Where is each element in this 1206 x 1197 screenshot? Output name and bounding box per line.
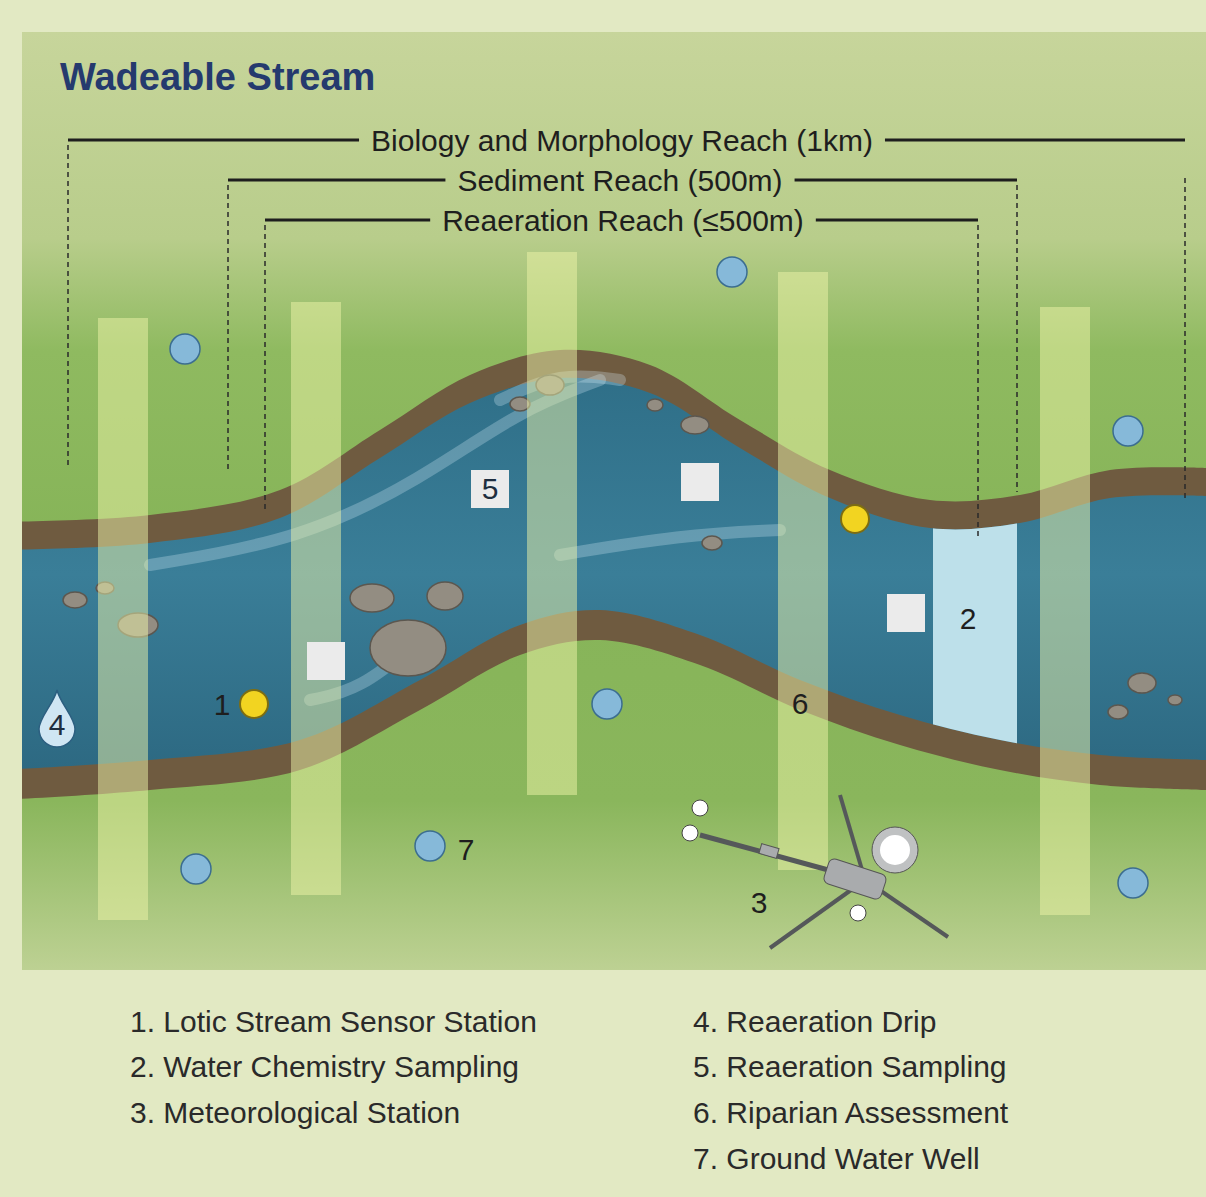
riparian-band (527, 252, 577, 795)
reach-label: Reaeration Reach (≤500m) (442, 204, 804, 237)
reach-label: Biology and Morphology Reach (1km) (371, 124, 873, 157)
callout-number: 6 (792, 687, 809, 720)
riparian-band (291, 302, 341, 895)
reach-bracket (228, 179, 445, 182)
sampling-square (887, 594, 925, 632)
reach-boundary (227, 185, 229, 470)
reach-label: Sediment Reach (500m) (457, 164, 782, 197)
riparian-band (778, 272, 828, 870)
reach-bracket (885, 139, 1185, 142)
station-sensor (850, 905, 866, 921)
riparian-band (98, 318, 148, 920)
groundwater-well (181, 854, 211, 884)
groundwater-well (1118, 868, 1148, 898)
station-sensor (682, 825, 698, 841)
callout-number: 5 (471, 474, 509, 504)
rock (1108, 705, 1128, 719)
reaeration-sampling-square: 5 (471, 470, 509, 508)
reach-bracket (265, 219, 430, 222)
legend-item: 2. Water Chemistry Sampling (130, 1050, 519, 1083)
sampling-square (307, 642, 345, 680)
station-sensor (692, 800, 708, 816)
legend-item: 7. Ground Water Well (693, 1142, 980, 1175)
rock (63, 592, 87, 608)
callout-number: 3 (751, 886, 768, 919)
station-clamp (759, 844, 779, 859)
riparian-band (1040, 307, 1090, 915)
legend-item: 5. Reaeration Sampling (693, 1050, 1007, 1083)
sensor-station (841, 505, 869, 533)
reach-boundary (67, 145, 69, 468)
legend-item: 1. Lotic Stream Sensor Station (130, 1005, 537, 1038)
station-disk (872, 827, 918, 873)
groundwater-well (170, 334, 200, 364)
meteorological-station (682, 795, 948, 948)
rock (1128, 673, 1156, 693)
legend-item: 6. Riparian Assessment (693, 1096, 1008, 1129)
callout-number: 7 (458, 833, 475, 866)
rock (681, 416, 709, 434)
groundwater-well (717, 257, 747, 287)
callout-number: 2 (960, 602, 977, 635)
rock (350, 584, 394, 612)
reach-boundary (1016, 185, 1018, 492)
groundwater-well (592, 689, 622, 719)
rock (1168, 695, 1182, 705)
water-chemistry-reach (933, 400, 1017, 820)
reach-bracket (816, 219, 978, 222)
rock (427, 582, 463, 610)
rock (702, 536, 722, 550)
callout-number: 1 (214, 688, 231, 721)
station-disk-face (880, 835, 910, 865)
picture-area (22, 252, 1206, 948)
sampling-square (681, 463, 719, 501)
diagram-title: Wadeable Stream (60, 57, 375, 99)
callout-number: 4 (37, 710, 77, 740)
reaeration-drip: 4 (37, 688, 77, 748)
sensor-station (240, 690, 268, 718)
reach-bracket (795, 179, 1017, 182)
groundwater-well (1113, 416, 1143, 446)
groundwater-well (415, 831, 445, 861)
reach-boundary (977, 225, 979, 540)
flow-streak (560, 530, 780, 555)
stream-bank (22, 350, 1206, 800)
reach-boundary (1184, 178, 1186, 500)
reach-boundary (264, 225, 266, 510)
stream-water (22, 378, 1206, 770)
reach-bracket (68, 139, 359, 142)
legend-item: 3. Meteorological Station (130, 1096, 460, 1129)
rock (370, 620, 446, 676)
legend-item: 4. Reaeration Drip (693, 1005, 936, 1038)
rock (647, 399, 663, 411)
